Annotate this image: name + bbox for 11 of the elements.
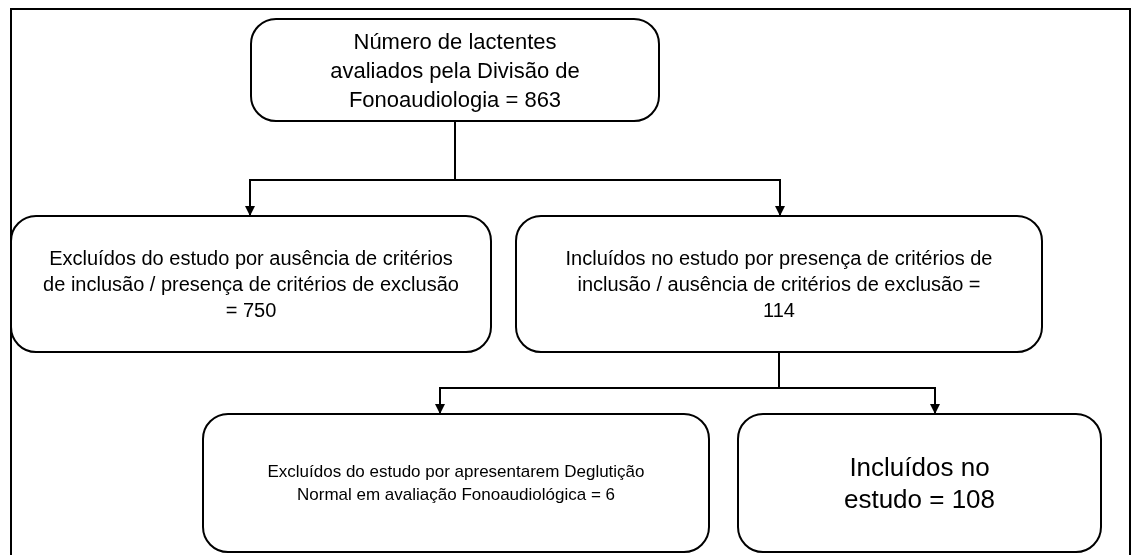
process-box [202,413,710,553]
box-text: Excluídos do estudo por apresentarem Deglutição Normal em avaliação Fonoaudiológica = 6 [266,461,646,506]
box-text: Número de lactentes avaliados pela Divisão de Fonoaudiologia = 863 [329,27,581,114]
process-box [515,215,1043,353]
box-text: Incluídos no estudo = 108 [842,451,997,515]
box-text: Excluídos do estudo por ausência de critérios de inclusão / presença de critérios de exclusão = 750 [42,246,460,323]
process-box [737,413,1102,553]
box-text: Incluídos no estudo por presença de critérios de inclusão / ausência de critérios de exclusão = 114 [565,246,993,323]
process-box [250,18,660,122]
process-box [10,215,492,353]
arrow [778,352,940,414]
